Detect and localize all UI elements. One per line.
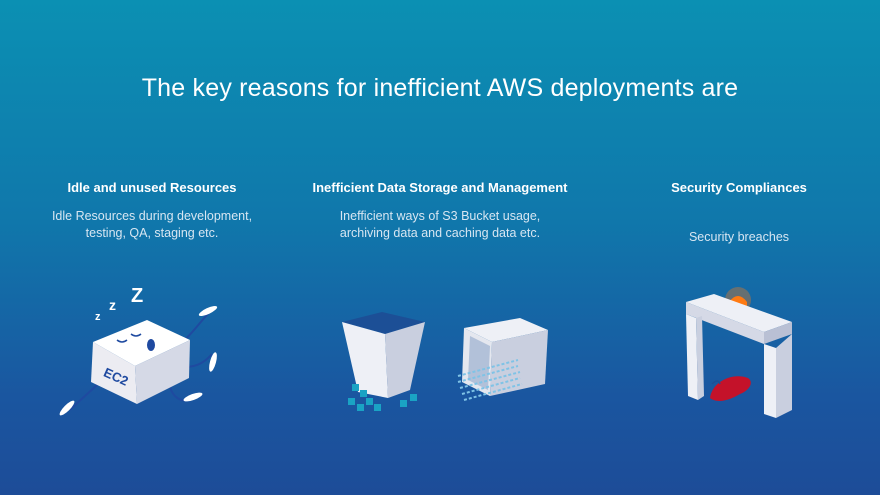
- security-gate-alarm-icon: [686, 287, 792, 418]
- reason-idle-resources: Idle and unused Resources Idle Resources…: [12, 180, 292, 242]
- svg-text:z: z: [95, 311, 101, 323]
- reason-description: Inefficient ways of S3 Bucket usage, arc…: [339, 209, 541, 240]
- reason-heading: Inefficient Data Storage and Management: [312, 180, 568, 195]
- reason-description: Security breaches: [688, 230, 790, 244]
- svg-text:Z: Z: [131, 285, 143, 307]
- sleeping-ec2-box-icon: z z Z EC2: [59, 285, 218, 416]
- reason-description: Idle Resources during development, testi…: [51, 209, 253, 240]
- s3-bucket-storage-icon: [342, 312, 548, 411]
- reason-heading: Idle and unused Resources: [67, 180, 237, 195]
- reason-heading: Security Compliances: [671, 180, 807, 195]
- reason-security: Security Compliances Security breaches: [599, 180, 879, 246]
- page-title: The key reasons for inefficient AWS depl…: [141, 74, 739, 102]
- svg-text:z: z: [109, 297, 116, 313]
- reason-data-storage: Inefficient Data Storage and Management …: [300, 180, 580, 242]
